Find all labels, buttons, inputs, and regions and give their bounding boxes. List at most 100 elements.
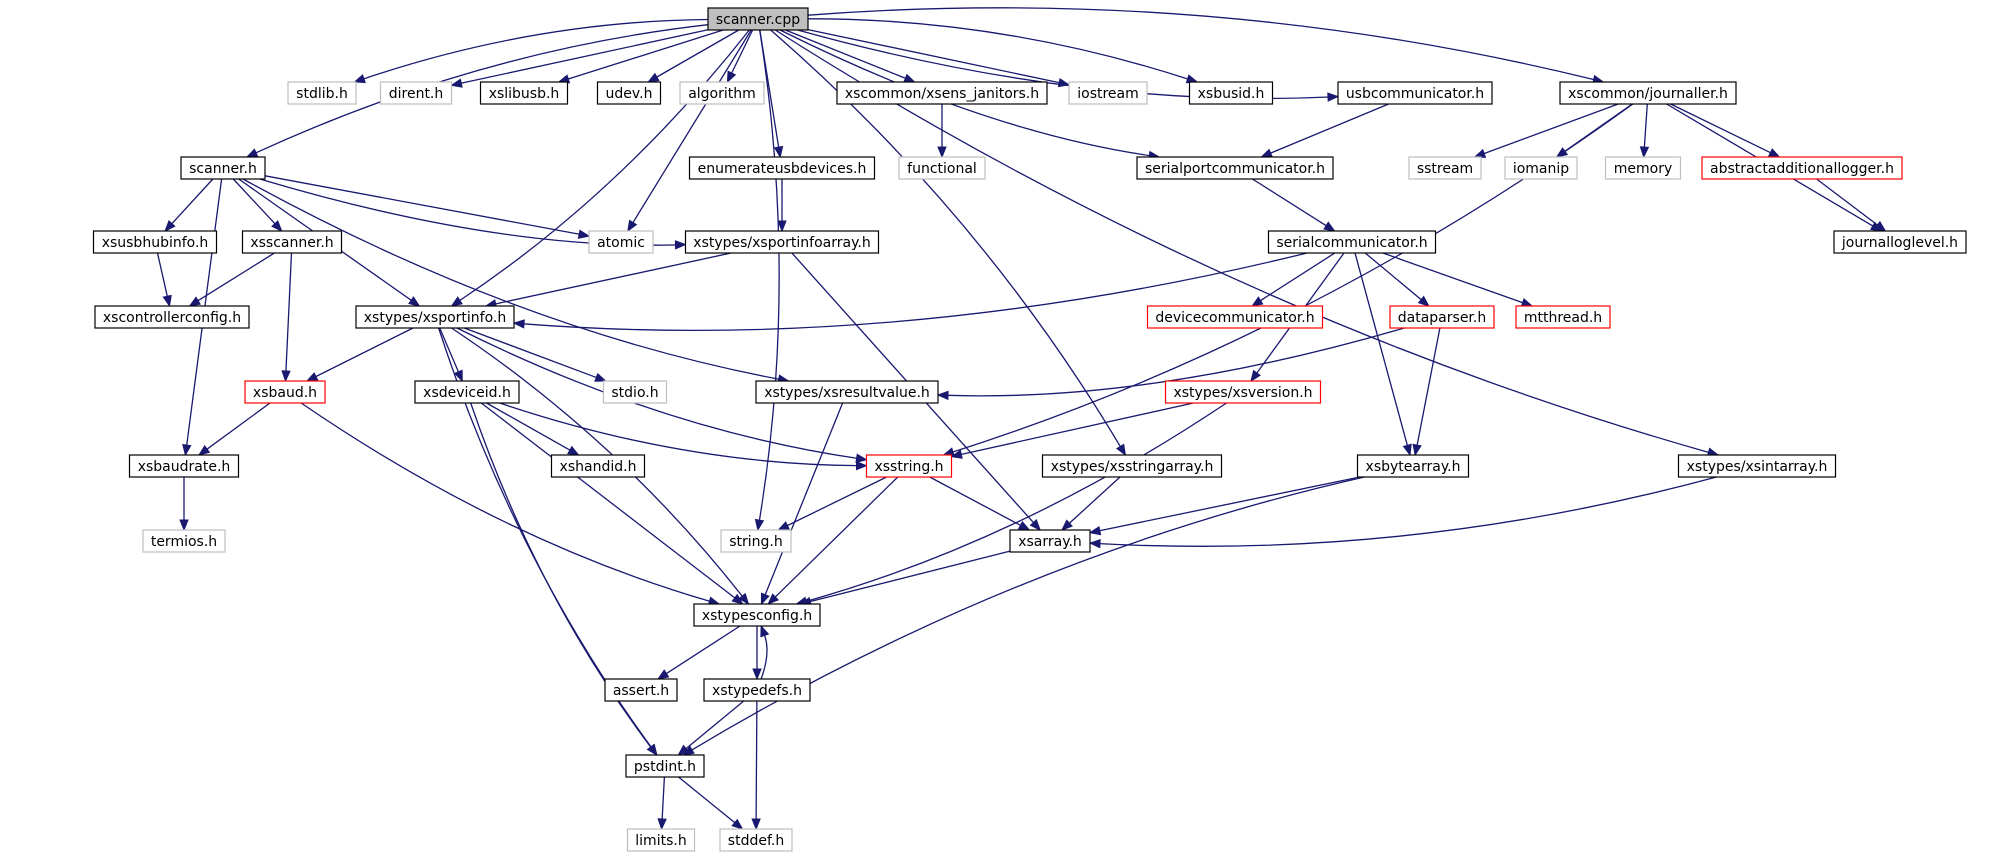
edge-arrowhead xyxy=(855,453,868,463)
node-enumerateusbdevices-h[interactable]: enumerateusbdevices.h xyxy=(688,156,876,180)
node-pstdint-h[interactable]: pstdint.h xyxy=(625,754,705,778)
edge-stringarray-to-xsarray xyxy=(1061,476,1121,531)
node-xstypes-xsportinfo-h[interactable]: xstypes/xsportinfo.h xyxy=(355,305,515,329)
node-xscontrollerconfig-h[interactable]: xscontrollerconfig.h xyxy=(94,305,250,329)
edge-line xyxy=(779,29,1151,157)
edge-xsdeviceid-to-xsstring xyxy=(499,402,868,471)
edge-line xyxy=(1382,252,1524,304)
node-xstypes-xsstringarray-h[interactable]: xstypes/xsstringarray.h xyxy=(1041,454,1223,478)
edge-arrowhead xyxy=(752,668,762,681)
node-label: scanner.h xyxy=(189,161,257,177)
node-assert-h[interactable]: assert.h xyxy=(604,678,678,702)
edge-portinfo-to-typesconfig xyxy=(451,327,750,606)
node-xsstring-h[interactable]: xsstring.h xyxy=(865,454,953,478)
node-xstypes-xsresultvalue-h[interactable]: xstypes/xsresultvalue.h xyxy=(755,380,939,404)
edge-line xyxy=(522,252,1308,331)
edge-arrowhead xyxy=(777,521,790,531)
node-mtthread-h[interactable]: mtthread.h xyxy=(1515,305,1611,329)
node-dataparser-h[interactable]: dataparser.h xyxy=(1389,305,1495,329)
node-xsbaudrate-h[interactable]: xsbaudrate.h xyxy=(128,454,240,478)
edge-arrowhead xyxy=(751,818,761,831)
node-xsbaud-h[interactable]: xsbaud.h xyxy=(244,380,326,404)
edge-line xyxy=(807,18,1189,80)
node-xstypedefs-h[interactable]: xstypedefs.h xyxy=(703,678,811,702)
node-box xyxy=(1833,230,1967,254)
node-label: xsbusid.h xyxy=(1198,86,1265,102)
edge-line xyxy=(439,327,460,373)
node-label: dataparser.h xyxy=(1398,310,1486,326)
node-xstypes-xsintarray-h[interactable]: xstypes/xsintarray.h xyxy=(1677,454,1837,478)
edge-line xyxy=(451,327,744,598)
node-scanner-cpp[interactable]: scanner.cpp xyxy=(707,7,809,31)
edge-scanner_cpp-to-stdlib xyxy=(353,18,709,84)
node-box xyxy=(588,230,654,254)
node-memory: memory xyxy=(1604,156,1682,180)
node-xsarray-h[interactable]: xsarray.h xyxy=(1009,529,1091,553)
edge-typesconfig-to-typedefs xyxy=(752,626,762,681)
edge-arrowhead xyxy=(353,74,366,84)
node-usbcommunicator-h[interactable]: usbcommunicator.h xyxy=(1337,81,1493,105)
edge-arrowhead xyxy=(773,145,784,159)
node-algorithm: algorithm xyxy=(679,81,765,105)
edge-line xyxy=(684,700,745,750)
node-xsdeviceid-h[interactable]: xsdeviceid.h xyxy=(414,380,520,404)
node-label: xslibusb.h xyxy=(489,86,560,102)
node-xstypes-xsversion-h[interactable]: xstypes/xsversion.h xyxy=(1164,380,1322,404)
node-devicecommunicator-h[interactable]: devicecommunicator.h xyxy=(1146,305,1324,329)
node-label: iostream xyxy=(1077,86,1139,102)
node-xstypes-xsportinfoarray-h[interactable]: xstypes/xsportinfoarray.h xyxy=(684,230,880,254)
edge-serialcomm-to-devcomm xyxy=(1251,252,1336,307)
node-box xyxy=(479,81,569,105)
node-xsbytearray-h[interactable]: xsbytearray.h xyxy=(1356,454,1470,478)
node-serialcommunicator-h[interactable]: serialcommunicator.h xyxy=(1267,230,1437,254)
node-xslibusb-h[interactable]: xslibusb.h xyxy=(479,81,569,105)
edge-line xyxy=(758,29,780,522)
node-xstypesconfig-h[interactable]: xstypesconfig.h xyxy=(693,603,821,627)
edge-xsarray-to-typesconfig xyxy=(799,550,1011,606)
edge-line xyxy=(665,625,741,675)
node-box xyxy=(550,454,646,478)
edge-portinfo-to-xsdeviceid xyxy=(439,327,463,383)
edge-serialport-to-serialcomm xyxy=(1252,178,1336,232)
node-label: limits.h xyxy=(635,833,686,849)
node-box xyxy=(719,828,793,852)
node-termios-h: termios.h xyxy=(142,529,226,553)
node-udev-h[interactable]: udev.h xyxy=(596,81,662,105)
edge-xsdeviceid-to-xshandid xyxy=(486,402,580,456)
edge-xsscanner-to-xsbaud xyxy=(281,252,293,383)
edge-scanner_cpp-to-dirent xyxy=(450,29,709,88)
node-journalloglevel-h[interactable]: journalloglevel.h xyxy=(1833,230,1967,254)
edge-arrowhead xyxy=(1874,220,1887,232)
edge-arrowhead xyxy=(760,624,770,638)
node-box xyxy=(128,454,240,478)
node-label: dirent.h xyxy=(389,86,444,102)
edge-line xyxy=(1643,103,1648,149)
node-iomanip: iomanip xyxy=(1504,156,1578,180)
node-xsscanner-h[interactable]: xsscanner.h xyxy=(241,230,343,254)
edge-abslogger-to-journallevel xyxy=(1816,178,1887,232)
edge-line xyxy=(1269,103,1389,155)
node-box xyxy=(287,81,357,105)
node-xshandid-h[interactable]: xshandid.h xyxy=(550,454,646,478)
edge-journaller-to-memory xyxy=(1639,103,1650,159)
node-serialportcommunicator-h[interactable]: serialportcommunicator.h xyxy=(1136,156,1334,180)
node-box xyxy=(1408,156,1482,180)
edge-line xyxy=(254,24,709,154)
edge-line xyxy=(314,327,414,378)
node-xsusbhubinfo-h[interactable]: xsusbhubinfo.h xyxy=(92,230,218,254)
node-xsbusid-h[interactable]: xsbusid.h xyxy=(1188,81,1274,105)
edge-line xyxy=(458,29,750,302)
node-label: stdlib.h xyxy=(296,86,348,102)
edge-janitors-to-functional xyxy=(937,104,947,159)
node-box xyxy=(241,230,343,254)
node-box xyxy=(414,380,520,404)
node-label: xscontrollerconfig.h xyxy=(103,310,241,326)
node-box xyxy=(602,380,668,404)
edge-line xyxy=(785,29,907,80)
node-scanner-h[interactable]: scanner.h xyxy=(180,156,266,180)
edge-typesconfig-to-assert xyxy=(656,625,741,680)
node-xscommon-xsens-janitors-h[interactable]: xscommon/xsens_janitors.h xyxy=(836,81,1048,105)
node-xscommon-journaller-h[interactable]: xscommon/journaller.h xyxy=(1559,81,1737,105)
node-abstractadditionallogger-h[interactable]: abstractadditionallogger.h xyxy=(1701,156,1903,180)
node-box xyxy=(1504,156,1578,180)
